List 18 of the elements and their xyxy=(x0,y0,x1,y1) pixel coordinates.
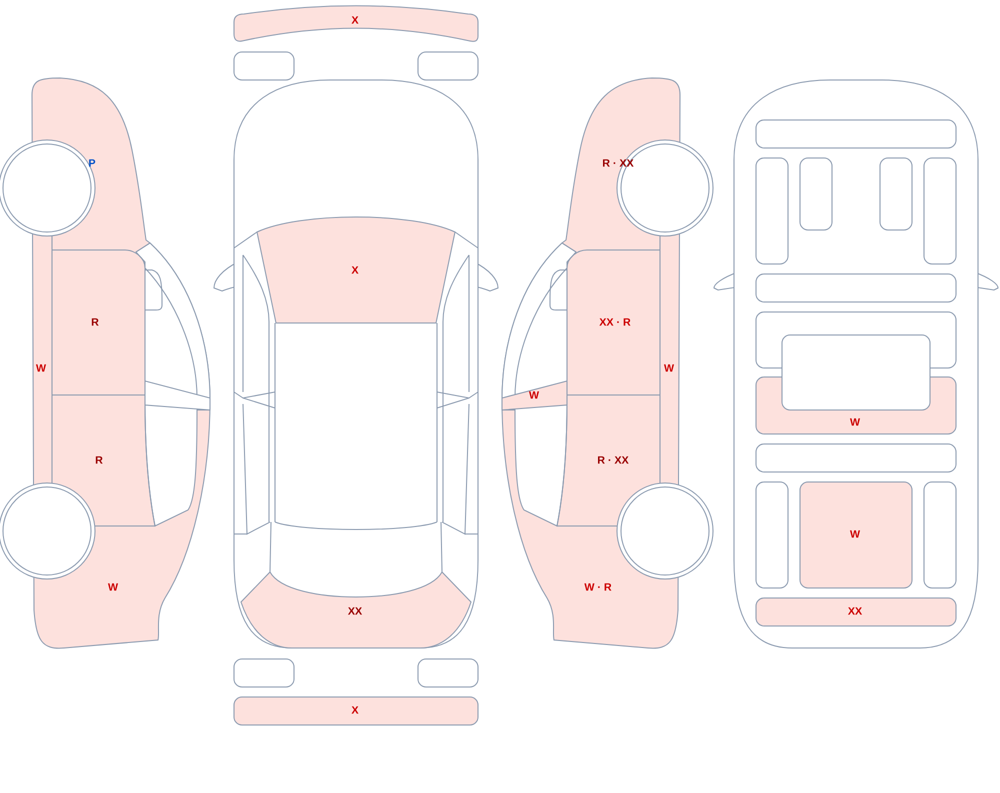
damage-code: X xyxy=(352,706,358,714)
damage-code: R xyxy=(92,318,99,326)
damage-code: W xyxy=(36,364,46,372)
damage-code: X xyxy=(352,266,358,274)
damage-code: W xyxy=(108,583,118,591)
damage-code: R xyxy=(96,456,103,464)
damage-code: R · XX xyxy=(603,159,634,167)
damage-code: W xyxy=(528,391,540,399)
damage-code: W xyxy=(850,530,860,538)
damage-code: W xyxy=(664,364,674,372)
damage-code: X xyxy=(352,16,358,24)
damage-code: XX · R xyxy=(599,318,630,326)
damage-code: XX xyxy=(348,607,362,615)
damage-code: W · R xyxy=(584,583,612,591)
damage-code: R · XX xyxy=(598,456,629,464)
damage-code: XX xyxy=(848,607,862,615)
damage-code: W xyxy=(850,418,860,426)
damage-code: P xyxy=(89,159,96,167)
